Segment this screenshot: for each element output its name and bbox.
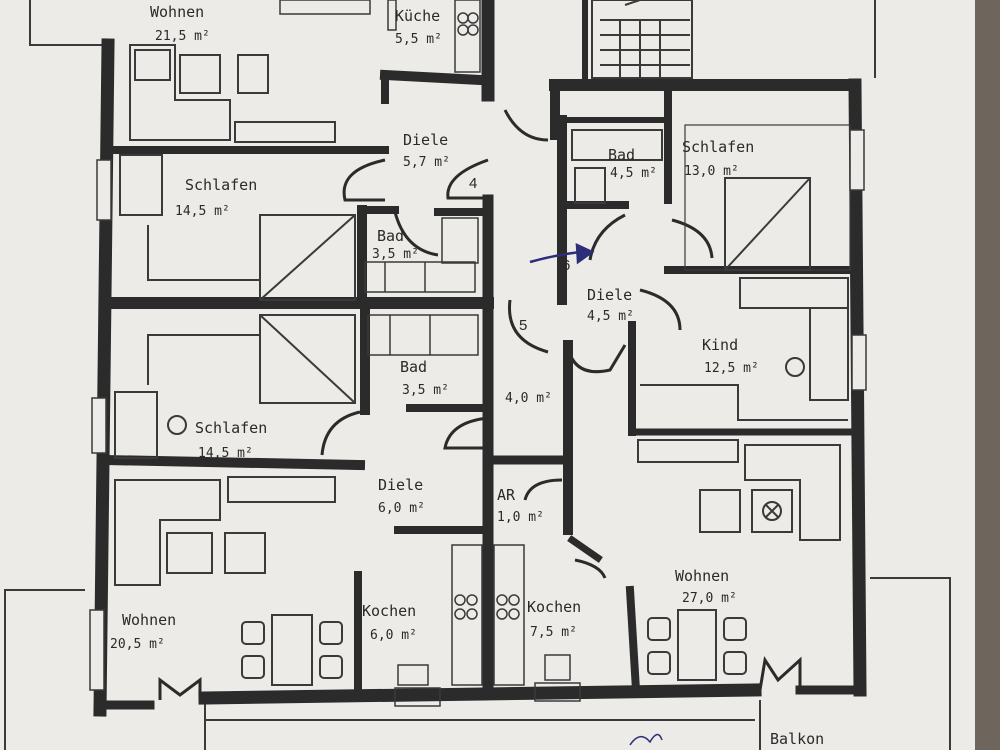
furniture-wohnen-br (637, 439, 841, 681)
room-name-kochen-r: Kochen (527, 598, 581, 616)
ink-arrow-marker (529, 242, 595, 265)
room-area-bad-r: 4,5 m² (610, 166, 657, 181)
room-area-diele-r: 4,5 m² (587, 309, 634, 324)
room-name-balkon: Balkon (770, 730, 824, 748)
room-area-wohnen-bl: 20,5 m² (110, 637, 165, 652)
room-name-kochen-l: Kochen (362, 602, 416, 620)
room-name-wohnen-br: Wohnen (675, 567, 729, 585)
room-name-wohnen-tl: Wohnen (150, 3, 204, 21)
room-area-schlafen-l1: 14,5 m² (175, 204, 230, 219)
room-area-ar: 1,0 m² (497, 510, 544, 525)
unit-number-5: 5 (519, 317, 527, 334)
room-name-diele-l: Diele (378, 476, 423, 494)
kitchen-top-fixtures (279, 0, 481, 73)
furniture-schlafen-l1 (119, 154, 356, 301)
windows (89, 129, 867, 691)
room-area-kochen-r: 7,5 m² (530, 625, 577, 640)
room-name-kind: Kind (702, 336, 738, 354)
room-name-bad-r: Bad (608, 146, 635, 164)
unit-number-4: 4 (469, 175, 477, 192)
room-name-kueche-top: Küche (395, 7, 440, 25)
room-area-kind: 12,5 m² (704, 361, 759, 376)
room-name-schlafen-r: Schlafen (682, 138, 754, 156)
room-name-schlafen-l2: Schlafen (195, 419, 267, 437)
room-name-diele-r: Diele (587, 286, 632, 304)
unit-number-6: 6 (562, 257, 570, 274)
stairs (591, 0, 693, 79)
unit-numbers: 4 5 6 (469, 175, 570, 334)
room-name-bad-l1: Bad (377, 227, 404, 245)
room-area-schlafen-r: 13,0 m² (684, 164, 739, 179)
room-area-diele-top: 5,7 m² (403, 155, 450, 170)
furniture-wohnen-bl (114, 476, 343, 686)
room-area-wohnen-br: 27,0 m² (682, 591, 737, 606)
room-area-schlafen-l2: 14,5 m² (198, 446, 253, 461)
room-name-ar: AR (497, 486, 516, 504)
room-area-wohnen-tl: 21,5 m² (155, 29, 210, 44)
room-name-schlafen-l1: Schlafen (185, 176, 257, 194)
furniture-bad-l2 (367, 314, 479, 356)
room-name-diele-top: Diele (403, 131, 448, 149)
outline-lines (4, 0, 951, 750)
room-area-diele-l: 6,0 m² (378, 501, 425, 516)
furniture-kochen (394, 544, 581, 707)
furniture-bad-l1 (364, 217, 479, 293)
furniture-wohnen-tl (129, 44, 336, 143)
room-area-flur-mid: 4,0 m² (505, 391, 552, 406)
room-name-bad-l2: Bad (400, 358, 427, 376)
doors (158, 109, 802, 700)
room-labels: Wohnen 21,5 m² Küche 5,5 m² Diele 5,7 m²… (110, 3, 824, 748)
room-area-kochen-l: 6,0 m² (370, 628, 417, 643)
table-edge (975, 0, 1000, 750)
room-area-kueche-top: 5,5 m² (395, 32, 442, 47)
room-area-bad-l1: 3,5 m² (372, 247, 419, 262)
furniture-right-upper (571, 124, 851, 421)
ink-scribble (629, 733, 663, 746)
room-area-bad-l2: 3,5 m² (402, 383, 449, 398)
room-name-wohnen-bl: Wohnen (122, 611, 176, 629)
furniture-schlafen-l2 (114, 314, 356, 459)
